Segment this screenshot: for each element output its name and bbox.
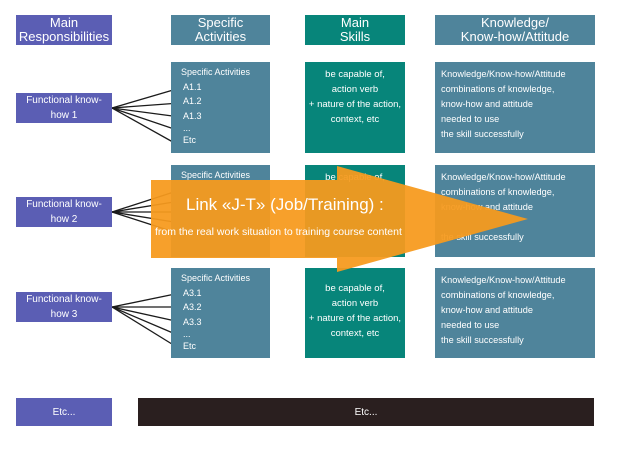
skill-line: action verb <box>331 84 379 95</box>
activity-item: Etc <box>183 341 197 351</box>
connector-line <box>111 107 181 118</box>
knowledge-line: combinations of knowledge, <box>441 84 555 94</box>
activities-title: Specific Activities <box>181 67 251 77</box>
knowledge-line: needed to use <box>441 114 500 124</box>
skills-box-3: be capable of, action verb + nature of t… <box>305 268 405 358</box>
knowledge-line: combinations of knowledge, <box>441 187 555 197</box>
knowledge-line: combinations of knowledge, <box>441 290 555 300</box>
link-arrow-shape <box>151 166 528 272</box>
footer-etc-bar: Etc... <box>138 398 594 426</box>
activity-item: A3.3 <box>183 316 202 327</box>
activity-item: ... <box>183 329 191 339</box>
skill-line: + nature of the action, <box>308 313 402 324</box>
role-functional-know-how-1: Functional know-how 1 <box>16 93 112 123</box>
knowledge-box-1: Knowledge/Know-how/Attitude combinations… <box>435 62 595 153</box>
activity-item: A1.2 <box>183 96 202 106</box>
activity-item: A3.2 <box>183 302 202 312</box>
knowledge-box-3: Knowledge/Know-how/Attitude combinations… <box>435 268 595 358</box>
link-arrow-subtitle: from the real work situation to training… <box>155 226 402 238</box>
activity-item: A1.3 <box>183 110 202 121</box>
activity-item: ... <box>183 123 191 133</box>
connector-line <box>111 87 181 109</box>
footer-etc-box: Etc... <box>16 398 112 426</box>
knowledge-line: Knowledge/Know-how/Attitude <box>441 172 566 182</box>
activities-title: Specific Activities <box>181 273 251 283</box>
knowledge-line: Knowledge/Know-how/Attitude <box>441 275 566 285</box>
activity-item: A1.1 <box>183 81 202 92</box>
activity-item: Etc <box>183 135 197 145</box>
header-knowledge: Knowledge/ Know-how/Attitude <box>435 15 595 45</box>
header-specific-activities: Specific Activities <box>171 15 270 45</box>
knowledge-line: know-how and attitude <box>441 202 533 212</box>
skill-line: context, etc <box>330 328 380 339</box>
connector-line <box>111 306 181 337</box>
activity-item: A3.1 <box>183 287 202 298</box>
knowledge-line: needed to use <box>441 320 500 330</box>
connector-line <box>111 107 181 132</box>
skill-line: be capable of, <box>325 69 385 80</box>
skill-line: be capable of, <box>325 283 385 294</box>
header-main-responsibilities: Main Responsibilities <box>16 15 112 45</box>
connector-line <box>111 292 181 308</box>
link-arrow-title: Link «J-T» (Job/Training) : <box>186 195 384 214</box>
role-functional-know-how-3: Functional know-how 3 <box>16 292 112 322</box>
skill-line: action verb <box>331 298 379 309</box>
knowledge-line: the skill successfully <box>441 129 524 139</box>
knowledge-line: know-how and attitude <box>441 305 533 315</box>
knowledge-line: the skill successfully <box>441 335 524 345</box>
connector-line <box>111 306 181 350</box>
connector-line <box>111 306 181 323</box>
knowledge-line: Knowledge/Know-how/Attitude <box>441 69 566 79</box>
role-functional-know-how-2: Functional know-how 2 <box>16 197 112 227</box>
activities-title: Specific Activities <box>181 170 251 180</box>
header-main-skills: Main Skills <box>305 15 405 45</box>
knowledge-line: the skill successfully <box>441 232 524 242</box>
activities-box-3: Specific Activities A3.1 A3.2 A3.3 ... E… <box>171 268 270 358</box>
skill-line: context, etc <box>330 114 380 125</box>
knowledge-line: know-how and attitude <box>441 99 533 109</box>
connector-line <box>111 107 181 147</box>
connector-line <box>111 102 181 109</box>
activities-box-1: Specific Activities A1.1 A1.2 A1.3 ... E… <box>171 62 270 153</box>
skills-box-1: be capable of, action verb + nature of t… <box>305 62 405 153</box>
skill-line: + nature of the action, <box>308 99 402 110</box>
